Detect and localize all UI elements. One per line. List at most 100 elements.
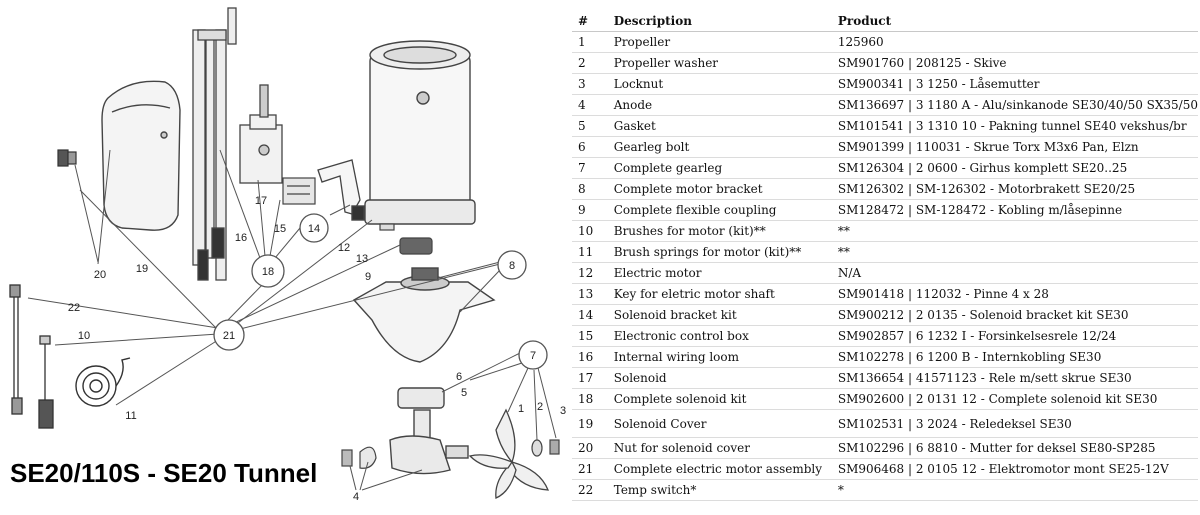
header-description: Description [607,10,832,32]
label-4: 4 [353,491,359,503]
svg-text:18: 18 [262,266,274,278]
cell-num: 19 [572,409,608,438]
solenoid-bracket-drawing [317,159,361,215]
label-6: 6 [456,371,462,383]
cell-product: SM126302 | SM-126302 - Motorbrakett SE20… [831,178,1198,200]
label-10: 10 [78,330,90,342]
nut-drawing [57,149,77,167]
label-3: 3 [560,405,566,417]
cell-num: 12 [572,262,608,284]
cell-product: SM900212 | 2 0135 - Solenoid bracket kit… [831,304,1198,326]
cell-description: Gasket [607,115,832,137]
callout-14: 14 [299,213,329,243]
callout-8: 8 [497,250,527,280]
cell-description: Key for eletric motor shaft [607,283,832,305]
callout-7: 7 [518,340,548,370]
label-1: 1 [518,403,524,415]
cell-num: 2 [572,52,608,74]
label-22: 22 [68,302,80,314]
table-header-row: # Description Product [572,10,1198,32]
anode-drawing [341,446,377,469]
callout-18: 18 [251,254,285,288]
propeller-drawing [468,408,549,499]
cell-num: 11 [572,241,608,263]
cell-num: 8 [572,178,608,200]
cell-num: 1 [572,31,608,53]
cell-num: 17 [572,367,608,389]
temp-switch-drawing [9,284,23,415]
cell-product: SM126304 | 2 0600 - Girhus komplett SE20… [831,157,1198,179]
label-15: 15 [274,223,286,235]
cell-product: N/A [831,262,1198,284]
cell-description: Propeller washer [607,52,832,74]
cell-description: Anode [607,94,832,116]
cell-description: Gearleg bolt [607,136,832,158]
motor-bracket-drawing [352,267,496,363]
label-16: 16 [235,232,247,244]
label-19: 19 [136,263,148,275]
cell-product: ** [831,241,1198,263]
cell-description: Complete flexible coupling [607,199,832,221]
cell-product: SM102278 | 6 1200 B - Internkobling SE30 [831,346,1198,368]
cell-num: 20 [572,437,608,459]
cell-description: Solenoid Cover [607,409,832,438]
cell-num: 7 [572,157,608,179]
cell-description: Brush springs for motor (kit)** [607,241,832,263]
control-box-drawing [282,177,316,205]
label-13: 13 [356,253,368,265]
cell-description: Solenoid [607,367,832,389]
label-17: 17 [255,195,267,207]
svg-text:14: 14 [308,223,320,235]
cell-description: Nut for solenoid cover [607,437,832,459]
cell-num: 21 [572,458,608,480]
cell-description: Complete motor bracket [607,178,832,200]
label-5: 5 [461,387,467,399]
washer-nut-drawing [531,439,560,457]
cell-num: 6 [572,136,608,158]
cell-description: Complete solenoid kit [607,388,832,410]
cell-description: Propeller [607,31,832,53]
electric-motor-drawing [351,40,476,225]
cell-num: 4 [572,94,608,116]
cell-description: Temp switch* [607,479,832,501]
cell-product: SM102531 | 3 2024 - Reledeksel SE30 [831,409,1198,438]
cell-description: Brushes for motor (kit)** [607,220,832,242]
diagram-title: SE20/110S - SE20 Tunnel [10,458,318,488]
cell-num: 16 [572,346,608,368]
cell-product: SM901760 | 208125 - Skive [831,52,1198,74]
svg-text:21: 21 [223,330,235,342]
label-11: 11 [125,410,136,422]
cell-product: SM901399 | 110031 - Skrue Torx M3x6 Pan,… [831,136,1198,158]
cell-description: Electronic control box [607,325,832,347]
cell-product: 125960 [831,31,1198,53]
label-2: 2 [537,401,543,413]
cell-description: Complete electric motor assembly [607,458,832,480]
gearleg-drawing [389,387,469,475]
brush-spring-drawing [75,357,131,407]
cell-num: 14 [572,304,608,326]
cell-product: SM906468 | 2 0105 12 - Elektromotor mont… [831,458,1198,480]
cell-product: SM901418 | 112032 - Pinne 4 x 28 [831,283,1198,305]
wiring-loom-drawing [192,7,237,281]
header-product: Product [831,10,1198,32]
cell-num: 13 [572,283,608,305]
diagram-svg: 14 18 21 8 7 20 19 16 17 15 12 13 9 22 1… [9,7,566,503]
